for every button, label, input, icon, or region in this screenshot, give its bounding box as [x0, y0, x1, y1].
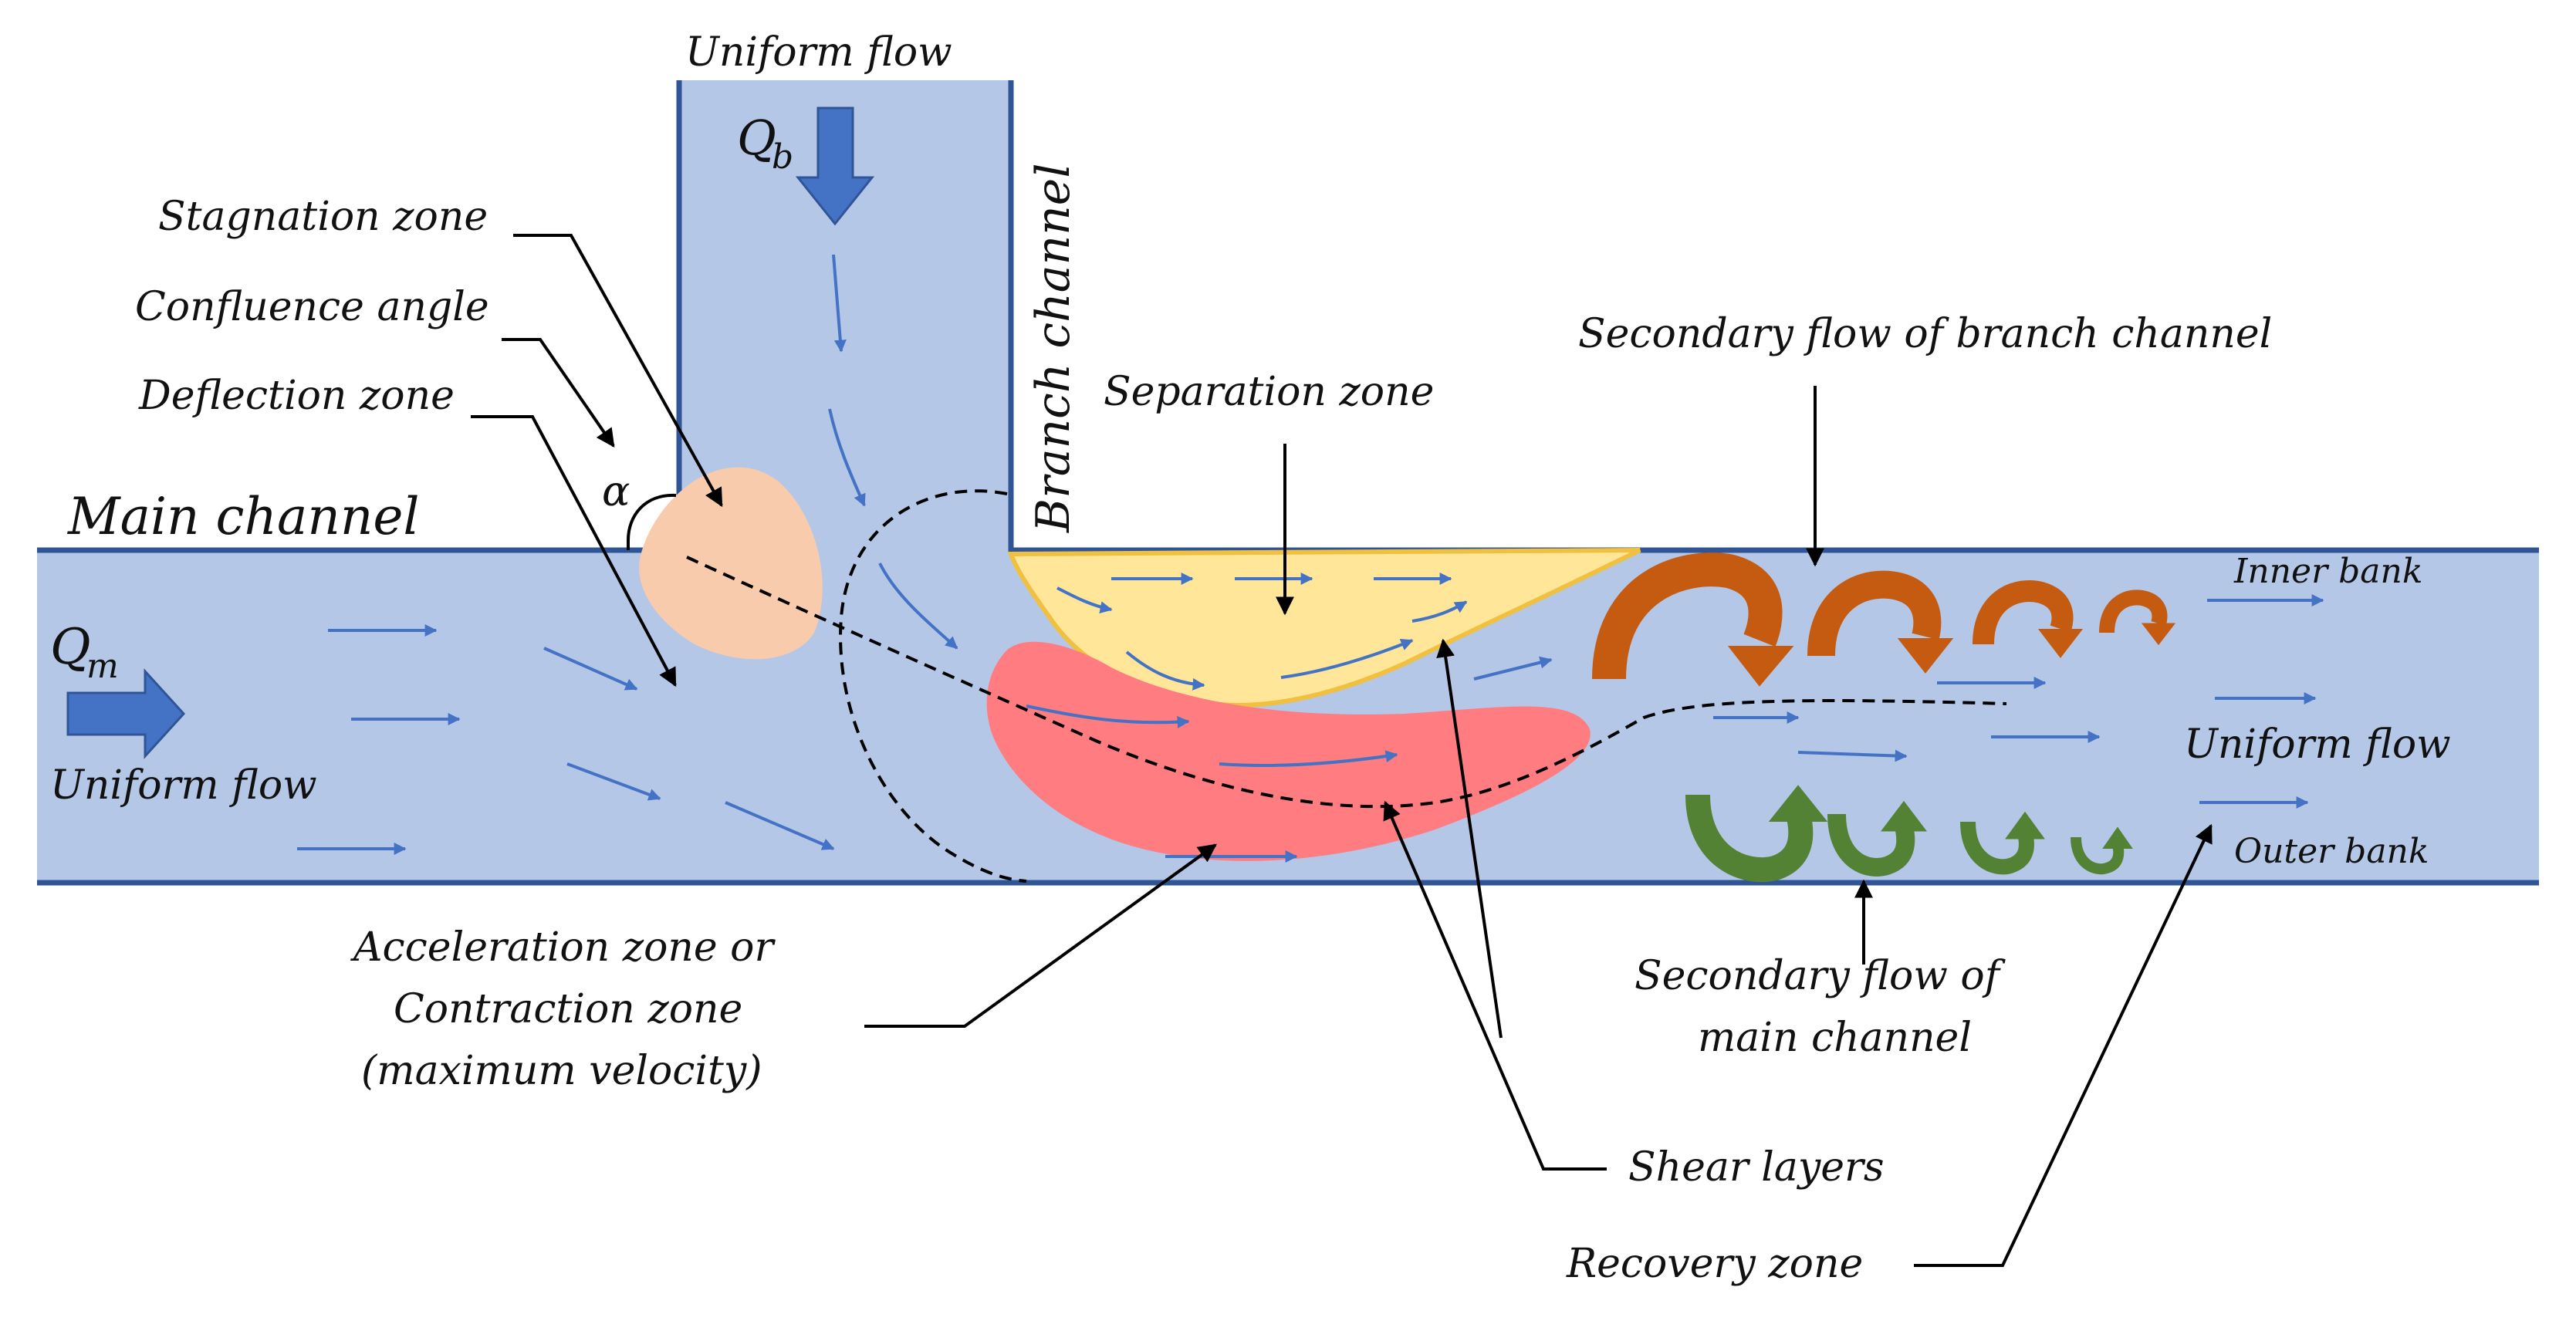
- flow-arrow: [828, 408, 866, 507]
- branch-discharge-arrow: [795, 106, 875, 226]
- secondary-flow-arrow-head: [1880, 800, 1928, 832]
- acceleration-zone-label-line1: Acceleration zone or: [350, 924, 776, 971]
- flow-arrow: [1219, 750, 1398, 767]
- main-discharge-arrow: [66, 668, 186, 759]
- dashed-lines: [686, 489, 2007, 883]
- mixing-zone-boundary: [839, 489, 1027, 883]
- secondary-flow-arrow-icon: [1973, 580, 2074, 645]
- uniform-flow-top-label: Uniform flow: [685, 29, 952, 76]
- secondary-flow-main-arrows: [1685, 785, 2133, 883]
- recovery-zone-label: Recovery zone: [1566, 1241, 1863, 1287]
- flow-arrow: [1280, 638, 1414, 679]
- confluence-angle-leader: [502, 338, 615, 448]
- secondary-flow-arrow-icon: [1807, 570, 1942, 657]
- main-channel-label: Main channel: [67, 487, 420, 546]
- branch-channel-label: Branch channel: [1026, 163, 1080, 533]
- leader-lines: [471, 234, 2213, 1267]
- branch-channel-right-wall: [1008, 80, 2539, 553]
- shear-layers-label: Shear layers: [1628, 1144, 1885, 1191]
- secondary-flow-arrow-icon: [1827, 813, 1915, 877]
- flow-arrow: [1411, 600, 1468, 623]
- flow-arrow: [1473, 656, 1553, 681]
- uniform-flow-right-label: Uniform flow: [2184, 721, 2451, 768]
- stagnation-zone-label: Stagnation zone: [158, 194, 488, 240]
- secondary-flow-main-label-line1: Secondary flow of: [1635, 953, 2006, 999]
- uniform-flow-left-label: Uniform flow: [50, 762, 317, 809]
- acceleration-zone-label-line3: (maximum velocity): [361, 1048, 762, 1094]
- shear-layer-leader-2: [1436, 638, 1503, 1039]
- acceleration-zone-label-line2: Contraction zone: [394, 986, 742, 1032]
- secondary-flow-main-label-line2: main channel: [1698, 1015, 1972, 1061]
- flow-arrow: [566, 762, 661, 801]
- shear-layer-path: [686, 556, 2007, 809]
- secondary-flow-arrow-head: [1897, 638, 1954, 674]
- flow-arrows: [297, 254, 2324, 863]
- secondary-flow-arrow-icon: [2071, 836, 2125, 875]
- stagnation-zone-shape: [639, 467, 823, 660]
- secondary-flow-branch-label: Secondary flow of branch channel: [1578, 311, 2272, 357]
- flow-arrow: [1026, 704, 1190, 728]
- flow-arrow: [725, 801, 835, 850]
- flow-arrow: [1797, 749, 1908, 762]
- flow-arrow: [1125, 650, 1205, 691]
- secondary-flow-arrow-icon: [1592, 552, 1783, 680]
- branch-discharge-symbol: Q: [737, 110, 776, 166]
- stagnation-zone-leader: [513, 234, 723, 508]
- secondary-flow-arrow-head: [1727, 646, 1794, 687]
- confluence-angle-arc: [627, 493, 677, 550]
- deflection-zone-label: Deflection zone: [138, 373, 455, 419]
- acceleration-zone-shape: [986, 641, 1591, 861]
- flow-arrow: [543, 647, 638, 691]
- confluence-angle-label: Confluence angle: [135, 284, 489, 330]
- flow-arrow: [878, 563, 958, 650]
- secondary-flow-arrow-icon: [2099, 590, 2168, 633]
- main-discharge-subscript: m: [86, 647, 119, 686]
- separation-zone-label: Separation zone: [1104, 369, 1434, 415]
- angle-symbol: α: [602, 467, 630, 515]
- flow-arrow: [832, 254, 847, 353]
- branch-discharge-subscript: b: [772, 137, 793, 177]
- deflection-zone-leader: [471, 415, 677, 688]
- main-discharge-symbol: Q: [50, 619, 90, 676]
- secondary-flow-arrow-icon: [1960, 821, 2034, 875]
- separation-zone-shape: [1007, 548, 1641, 708]
- shear-layer-leader-1: [1383, 800, 1607, 1171]
- secondary-flow-branch-arrows: [1592, 552, 2176, 687]
- outer-bank-label: Outer bank: [2234, 832, 2429, 871]
- recovery-zone-leader: [1914, 823, 2213, 1267]
- flow-arrow: [1056, 586, 1113, 614]
- secondary-flow-arrow-head: [2005, 811, 2045, 840]
- acceleration-zone-leader: [864, 843, 1217, 1028]
- secondary-flow-arrow-head: [2037, 629, 2084, 658]
- secondary-flow-arrow-head: [2102, 826, 2133, 849]
- secondary-flow-arrow-icon: [1685, 794, 1814, 883]
- inner-bank-label: Inner bank: [2233, 552, 2423, 591]
- secondary-flow-arrow-head: [1768, 785, 1828, 822]
- secondary-flow-arrow-head: [2141, 623, 2176, 646]
